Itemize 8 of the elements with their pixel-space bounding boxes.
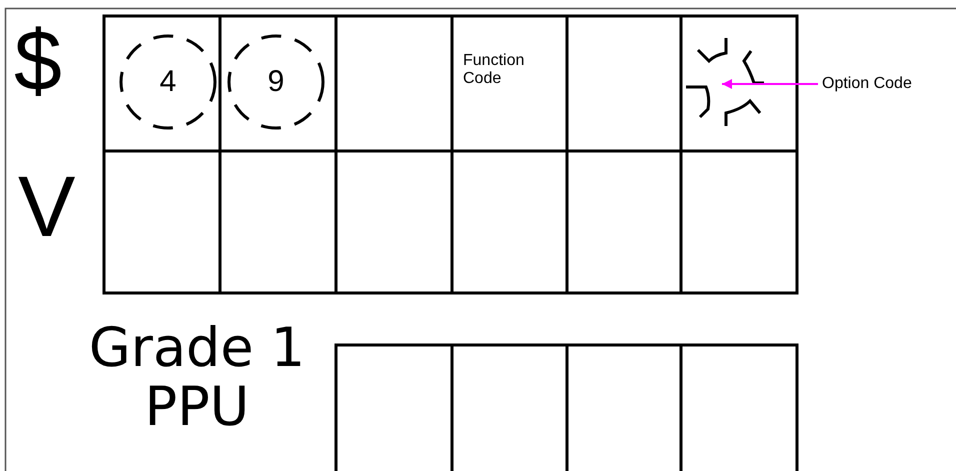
dashed-circle: 9: [226, 33, 326, 131]
currency-symbol: $: [14, 14, 62, 109]
row-label: V: [18, 160, 76, 255]
cell-label: Function Code: [463, 52, 526, 88]
dashed-circle: 4: [118, 33, 218, 131]
callout-text: Option Code: [822, 73, 952, 95]
row-label: Grade 1 PPU: [88, 318, 306, 437]
arrow: [722, 79, 818, 89]
